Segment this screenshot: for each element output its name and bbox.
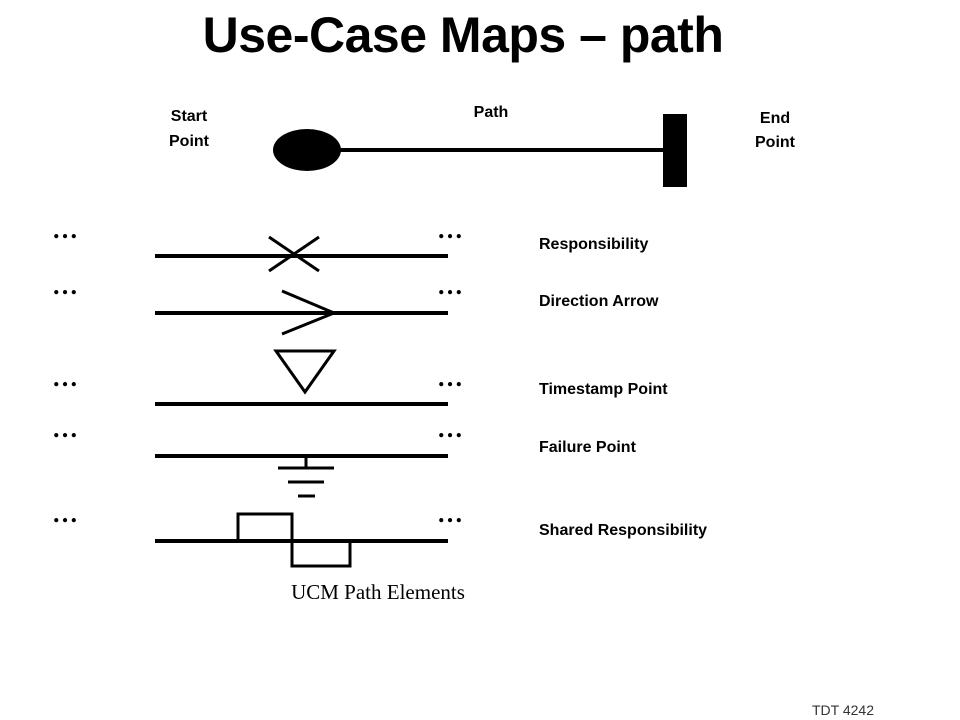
timestamp-triangle-icon: [273, 349, 337, 395]
ellipsis-right: …: [437, 271, 463, 300]
ellipsis-left: …: [52, 215, 78, 244]
row-failure-point: … … Failure Point: [52, 414, 637, 498]
element-label: Timestamp Point: [539, 381, 668, 398]
start-point-label-line1: Start: [171, 108, 208, 125]
footer-course-code: TDT 4242: [812, 702, 874, 718]
ellipsis-right: …: [437, 499, 463, 528]
path-example: Start Point Path End Point: [169, 104, 796, 187]
ellipsis-left: …: [52, 271, 78, 300]
path-label: Path: [474, 104, 509, 121]
ellipsis-right: …: [437, 414, 463, 443]
ellipsis-left: …: [52, 414, 78, 443]
ellipsis-right: …: [437, 363, 463, 392]
element-label: Failure Point: [539, 439, 637, 456]
diagram-caption: UCM Path Elements: [291, 580, 465, 604]
failure-ground-icon: [278, 456, 334, 498]
start-point-label-line2: Point: [169, 133, 210, 150]
responsibility-cross-icon: [268, 235, 320, 273]
element-label: Direction Arrow: [539, 293, 659, 310]
end-point-label-line1: End: [760, 110, 790, 127]
page-title: Use-Case Maps – path: [202, 7, 724, 63]
direction-arrow-icon: [281, 289, 338, 336]
row-shared-responsibility: … … Shared Responsibility: [52, 499, 707, 568]
ellipsis-right: …: [437, 215, 463, 244]
ellipsis-left: …: [52, 499, 78, 528]
shared-responsibility-pulse-icon: [236, 512, 352, 568]
row-responsibility: … … Responsibility: [52, 215, 648, 273]
start-point-shape: [273, 129, 341, 171]
row-direction-arrow: … … Direction Arrow: [52, 271, 659, 336]
end-point-bar: [663, 114, 687, 187]
ellipsis-left: …: [52, 363, 78, 392]
element-label: Responsibility: [539, 236, 648, 253]
element-label: Shared Responsibility: [539, 522, 707, 539]
end-point-label-line2: Point: [755, 134, 796, 151]
row-timestamp-point: … … Timestamp Point: [52, 349, 668, 406]
